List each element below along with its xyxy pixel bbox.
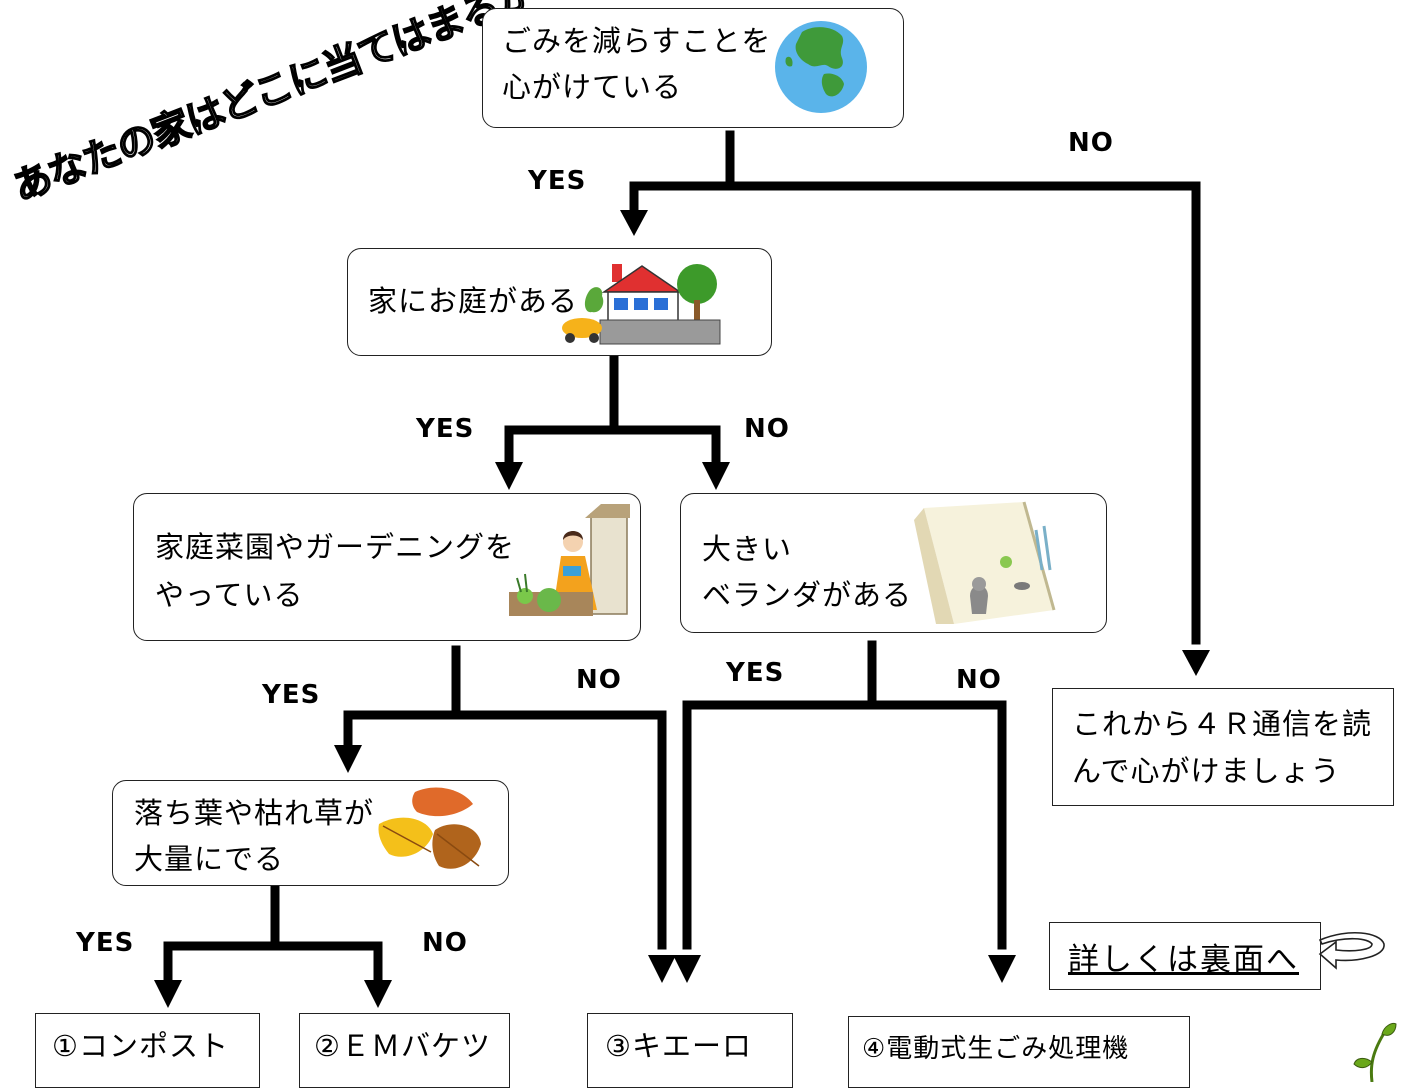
arrowhead [673, 955, 701, 983]
label-q5-yes: YES [76, 928, 135, 958]
label-q3-yes: YES [262, 680, 321, 710]
question-veranda-line1: 大きい [702, 532, 793, 566]
question-home-gardening-line1: 家庭菜園やガーデニングを [155, 530, 516, 564]
label-q2-no: NO [744, 414, 790, 444]
label-q1-no: NO [1068, 128, 1114, 158]
veranda-icon [914, 501, 1056, 624]
arrowhead [334, 745, 362, 773]
arrowhead [702, 462, 730, 490]
question-garden-line1: 家にお庭がある [368, 284, 579, 318]
result-electric-processor-label: ④電動式生ごみ処理機 [862, 1034, 1130, 1064]
see-back-link[interactable]: 詳しくは裏面へ [1068, 942, 1299, 978]
result-compost-label: ①コンポスト [52, 1029, 229, 1063]
arrowhead [1182, 650, 1210, 676]
arrowhead [154, 980, 182, 1008]
result-em-bucket [299, 1013, 510, 1088]
connector-q1-split [629, 181, 1201, 645]
question-fallen-leaves-line1: 落ち葉や枯れ草が [134, 796, 375, 830]
result-kiero-label: ③キエーロ [605, 1029, 752, 1063]
result-read-4r-line2: んで心がけましょう [1072, 754, 1341, 788]
gardener-icon [509, 504, 630, 616]
question-home-gardening-line2: やっている [155, 578, 304, 612]
arrowhead [648, 955, 676, 983]
result-read-4r-line1: これから４Ｒ通信を読 [1072, 707, 1373, 741]
question-reduce-waste-line1: ごみを減らすことを [502, 24, 772, 58]
label-q3-no: NO [576, 665, 622, 695]
result-kiero [587, 1013, 793, 1088]
see-back-box [1049, 922, 1321, 990]
label-q5-no: NO [422, 928, 468, 958]
arrowhead [364, 980, 392, 1008]
house-icon [562, 264, 721, 345]
arrowhead [988, 955, 1016, 983]
label-q1-yes: YES [528, 166, 587, 196]
question-reduce-waste-line2: 心がけている [502, 70, 683, 104]
label-q2-yes: YES [416, 414, 475, 444]
result-em-bucket-label: ②ＥＭバケツ [314, 1029, 491, 1063]
result-compost [35, 1013, 260, 1088]
turn-page-arrow-icon [1318, 931, 1385, 970]
leaves-icon [378, 787, 481, 869]
question-veranda-line2: ベランダがある [702, 578, 913, 612]
label-q4-yes: YES [726, 658, 785, 688]
sprout-icon [1353, 1023, 1397, 1082]
label-q4-no: NO [956, 665, 1002, 695]
question-fallen-leaves-line2: 大量にでる [134, 842, 285, 876]
connector-q3-split [343, 710, 667, 950]
arrowhead [620, 210, 648, 236]
arrowhead [495, 462, 523, 490]
globe-icon [775, 21, 867, 113]
result-read-4r [1052, 688, 1394, 806]
question-home-gardening [133, 493, 641, 641]
